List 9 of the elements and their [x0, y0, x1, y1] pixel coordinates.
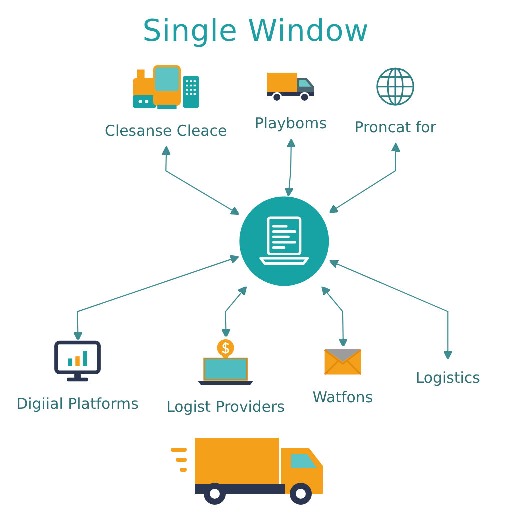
arrow	[328, 142, 401, 214]
arrow	[284, 138, 296, 198]
title: Single Window	[142, 14, 370, 49]
arrow	[162, 146, 240, 216]
arrow	[221, 286, 248, 338]
arrow	[73, 255, 240, 342]
arrow	[329, 260, 453, 360]
arrow	[322, 286, 348, 348]
node-text: Logistics	[416, 370, 480, 388]
